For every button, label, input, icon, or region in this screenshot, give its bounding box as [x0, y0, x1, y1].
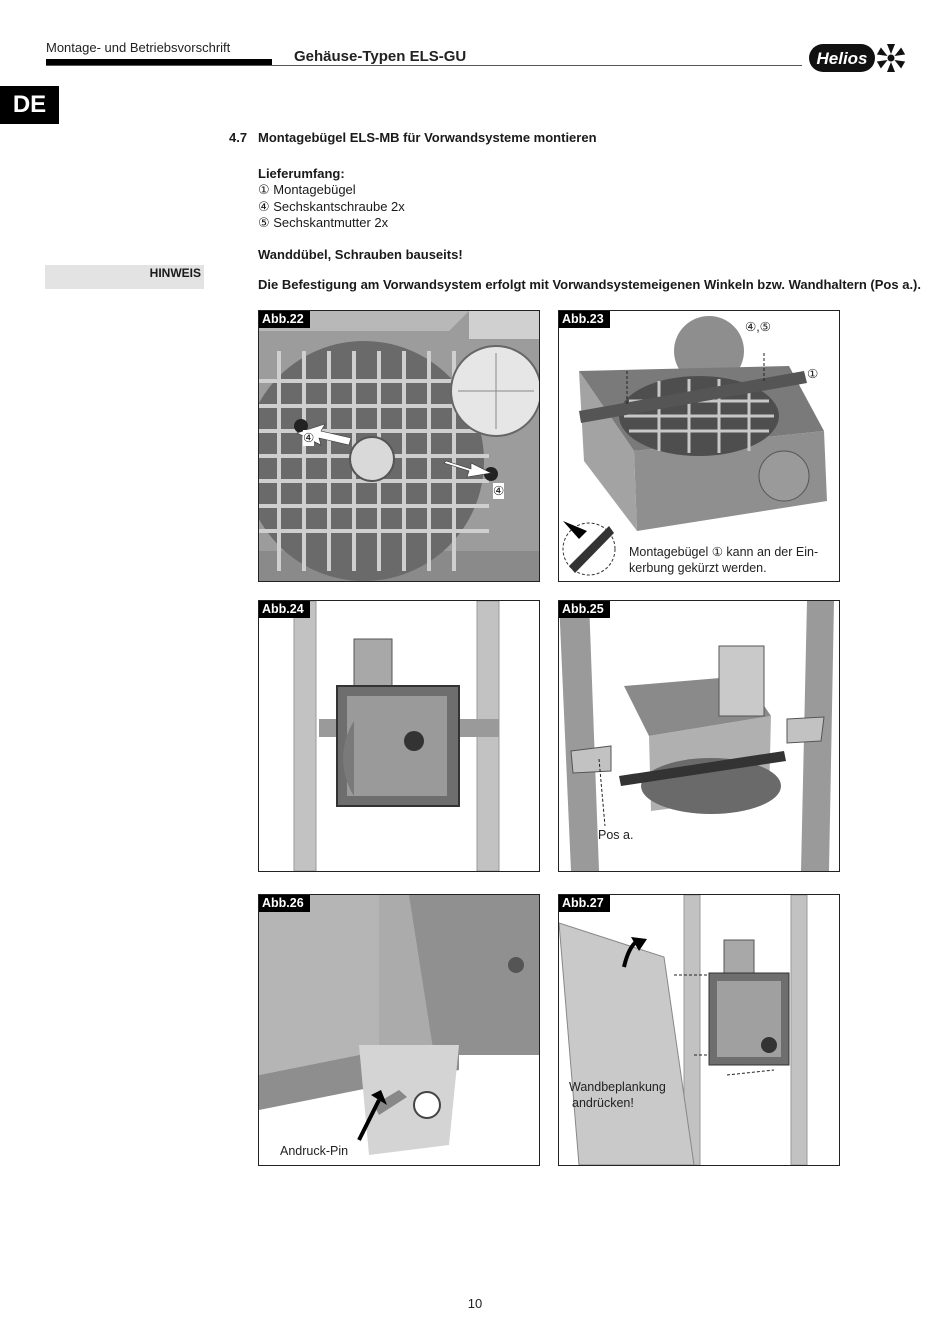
- wall-note: Wanddübel, Schrauben bauseits!: [258, 247, 463, 262]
- section-title: Montagebügel ELS-MB für Vorwandsysteme m…: [258, 130, 597, 145]
- figure-caption: Pos a.: [598, 828, 634, 842]
- frame-mounting-illustration: [559, 601, 834, 871]
- figure-tag: Abb.23: [559, 311, 610, 328]
- figure-abb22: Abb.22 ④ ④: [258, 310, 540, 582]
- header-bar: [46, 59, 272, 66]
- hint-box: HINWEIS: [45, 265, 204, 289]
- figure-caption: Andruck-Pin: [280, 1144, 349, 1158]
- housing-grille-illustration: [259, 311, 539, 581]
- figure-abb23: Abb.23 ④,⑤ ① Montagebügel ① kann an der …: [558, 310, 840, 582]
- page-number: 10: [467, 1296, 483, 1311]
- housing-frame-illustration: [293, 601, 500, 871]
- brand-wordmark: Helios: [816, 49, 867, 68]
- list-item: ① Montagebügel: [258, 182, 356, 197]
- helios-logo: Helios: [808, 42, 906, 74]
- callout-marker: ①: [807, 367, 819, 381]
- page-title: Gehäuse-Typen ELS-GU: [294, 48, 467, 65]
- list-item: ④ Sechskantschraube 2x: [258, 198, 405, 214]
- figure-tag: Abb.24: [259, 601, 310, 618]
- housing-bracket-illustration: [562, 316, 827, 576]
- callout-marker: ④,⑤: [745, 320, 771, 334]
- figure-tag: Abb.25: [559, 601, 610, 618]
- figure-caption: kerbung gekürzt werden.: [629, 561, 767, 575]
- figure-caption: andrücken!: [572, 1096, 634, 1110]
- figure-caption: Wandbeplankung: [569, 1080, 666, 1094]
- manual-label: Montage- und Betriebsvorschrift: [46, 40, 231, 55]
- language-tab: DE: [0, 86, 59, 124]
- hint-text: Die Befestigung am Vorwandsystem erfolgt…: [258, 277, 921, 292]
- header-rule: [46, 65, 802, 66]
- list-item: ⑤ Sechskantmutter 2x: [258, 215, 389, 230]
- figure-caption: Montagebügel ① kann an der Ein-: [629, 545, 819, 559]
- scope-list: ① Montagebügel ④ Sechskantschraube 2x ⑤ …: [258, 182, 405, 232]
- press-pin-detail-illustration: [259, 895, 539, 1155]
- figure-abb26: Abb.26 Andruck-Pin: [258, 894, 540, 1166]
- fan-icon: [876, 44, 906, 72]
- figure-abb27: Abb.27 Wandbeplankung andrücken!: [558, 894, 840, 1166]
- figure-tag: Abb.27: [559, 895, 610, 912]
- figure-abb24: Abb.24: [258, 600, 540, 872]
- figure-abb25: Abb.25 Pos a.: [558, 600, 840, 872]
- callout-marker: ④: [493, 483, 505, 499]
- figure-tag: Abb.26: [259, 895, 310, 912]
- scope-heading: Lieferumfang:: [258, 166, 345, 181]
- section-number: 4.7: [229, 130, 248, 145]
- wall-panel-illustration: [559, 895, 808, 1165]
- hint-label: HINWEIS: [149, 266, 201, 280]
- callout-marker: ④: [303, 430, 315, 446]
- figure-tag: Abb.22: [259, 311, 310, 328]
